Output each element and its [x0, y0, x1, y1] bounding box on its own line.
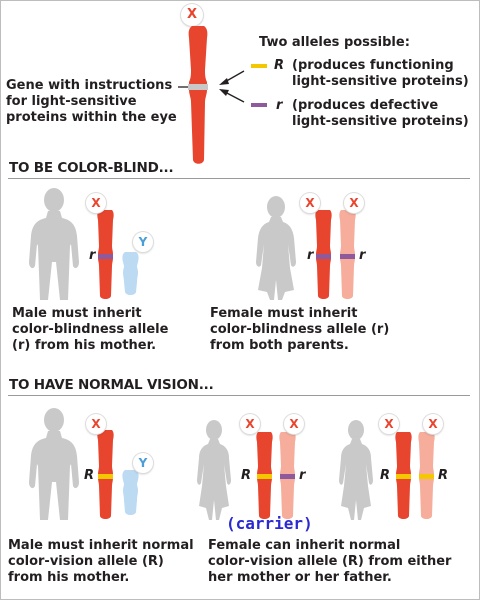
normal-female-caption-line-2: color-vision allele (R) from either [208, 554, 452, 569]
colorblind-divider [8, 178, 470, 179]
y-chromosome-male-normal [122, 470, 139, 515]
gene-label-line-1: Gene with instructions [6, 78, 173, 93]
allele-R-desc-line-2: light-sensitive proteins) [292, 74, 469, 89]
main-x-chromosome [188, 26, 208, 164]
allele-label-normal-female-1: R [380, 468, 391, 483]
y-chromosome-male-cb [122, 252, 139, 295]
x-chromosome-carrier-2 [279, 432, 296, 519]
allele-R-desc: (produces functioning light-sensitive pr… [292, 58, 469, 90]
normal-heading: TO HAVE NORMAL VISION... [9, 377, 214, 393]
cb-female-caption-line-1: Female must inherit [210, 306, 358, 321]
y-badge-male-normal: Y [133, 453, 153, 473]
arrow-to-R [219, 70, 245, 85]
x-badge-main: X [181, 4, 203, 26]
x-badge-normal-female-2: X [423, 414, 443, 434]
female-silhouette-2 [197, 420, 231, 520]
allele-label-carrier-1: R [241, 468, 252, 483]
female-silhouette-3 [339, 420, 373, 520]
x-badge-carrier-2: X [284, 414, 304, 434]
x-badge-female-cb-1: X [300, 193, 320, 213]
x-badge-carrier-1: X [240, 414, 260, 434]
cb-male-caption-line-1: Male must inherit [12, 306, 142, 321]
alleles-title: Two alleles possible: [259, 35, 410, 50]
x-chromosome-male-cb [97, 210, 114, 299]
allele-R-symbol: R [274, 58, 285, 73]
allele-label-normal-female-2: R [438, 468, 449, 483]
allele-r-desc-line-1: (produces defective [292, 98, 439, 113]
colorblind-male-caption: Male must inherit color-blindness allele… [12, 306, 168, 354]
colorblind-heading: TO BE COLOR-BLIND... [9, 160, 174, 176]
x-chromosome-carrier-1 [256, 432, 273, 519]
gene-label: Gene with instructions for light-sensiti… [6, 78, 177, 126]
allele-label-carrier-2: r [299, 468, 306, 483]
cb-male-caption-line-2: color-blindness allele [12, 322, 169, 337]
carrier-label: (carrier) [226, 514, 313, 533]
allele-label-male-normal: R [84, 468, 95, 483]
normal-male-caption-line-1: Male must inherit normal [8, 538, 194, 553]
x-chromosome-normal-female-1 [395, 432, 412, 519]
normal-female-caption-line-1: Female can inherit normal [208, 538, 401, 553]
normal-male-caption-line-3: from his mother. [8, 570, 130, 585]
normal-female-caption-line-3: her mother or her father. [208, 570, 392, 585]
x-badge-male-normal: X [86, 414, 106, 434]
male-silhouette-1 [29, 188, 79, 300]
y-badge-male-cb: Y [133, 232, 153, 252]
allele-r-desc-line-2: light-sensitive proteins) [292, 114, 469, 129]
x-chromosome-normal-female-2 [418, 432, 435, 519]
allele-label-female-cb-2: r [359, 248, 366, 263]
allele-r-swatch [251, 103, 267, 107]
normal-male-caption-line-2: color-vision allele (R) [8, 554, 164, 569]
colorblind-female-caption: Female must inherit color-blindness alle… [210, 306, 389, 354]
allele-R-swatch [251, 64, 267, 68]
normal-male-caption: Male must inherit normal color-vision al… [8, 538, 194, 586]
normal-divider [8, 395, 470, 396]
allele-R-desc-line-1: (produces functioning [292, 58, 454, 73]
x-badge-normal-female-1: X [379, 414, 399, 434]
male-silhouette-2 [29, 408, 79, 520]
gene-label-line-3: proteins within the eye [6, 110, 177, 125]
gene-label-line-2: for light-sensitive [6, 94, 137, 109]
x-chromosome-female-cb-1 [315, 210, 332, 299]
allele-label-female-cb-1: r [307, 248, 314, 263]
cb-female-caption-line-2: color-blindness allele (r) [210, 322, 390, 337]
x-badge-male-cb: X [86, 193, 106, 213]
normal-female-caption: Female can inherit normal color-vision a… [208, 538, 451, 586]
arrow-to-r [219, 89, 245, 103]
allele-label-male-cb: r [89, 248, 96, 263]
cb-female-caption-line-3: from both parents. [210, 338, 349, 353]
allele-r-desc: (produces defective light-sensitive prot… [292, 98, 469, 130]
x-chromosome-male-normal [97, 430, 114, 519]
cb-male-caption-line-3: (r) from his mother. [12, 338, 157, 353]
allele-r-symbol: r [276, 98, 283, 113]
x-chromosome-female-cb-2 [339, 210, 356, 299]
female-silhouette-1 [256, 196, 296, 300]
x-badge-female-cb-2: X [344, 193, 364, 213]
